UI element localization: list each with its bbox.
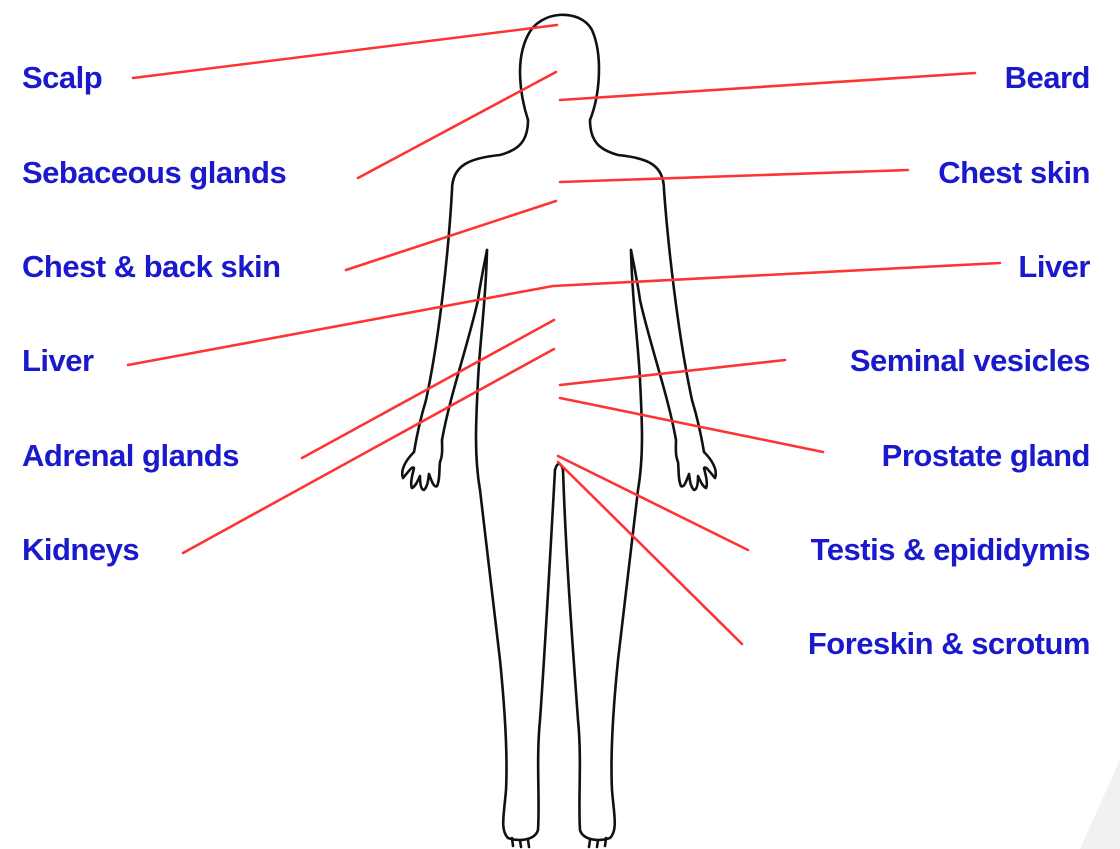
label-sebaceous-glands: Sebaceous glands <box>22 155 286 190</box>
label-seminal-vesicles: Seminal vesicles <box>850 343 1090 378</box>
label-chest-skin: Chest skin <box>938 155 1090 190</box>
label-scalp: Scalp <box>22 60 102 95</box>
label-liver-left: Liver <box>22 343 94 378</box>
label-prostate-gland: Prostate gland <box>882 438 1090 473</box>
label-beard: Beard <box>1005 60 1090 95</box>
label-testis-epididymis: Testis & epididymis <box>811 532 1090 567</box>
label-foreskin-scrotum: Foreskin & scrotum <box>808 626 1090 661</box>
label-liver-right: Liver <box>1018 249 1090 284</box>
label-kidneys: Kidneys <box>22 532 139 567</box>
label-adrenal-glands: Adrenal glands <box>22 438 239 473</box>
label-chest-back-skin: Chest & back skin <box>22 249 281 284</box>
